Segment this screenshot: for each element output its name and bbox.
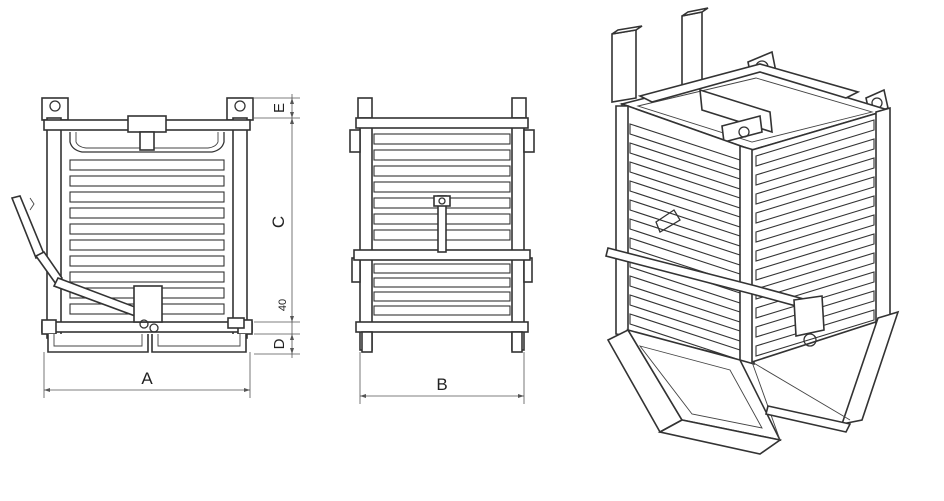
dimension-e-label: E bbox=[271, 103, 288, 113]
iso-lifting-posts bbox=[611, 7, 889, 118]
dimension-c-label: C bbox=[269, 216, 288, 228]
dimension-b: B bbox=[359, 352, 525, 404]
iso-right-slat bbox=[755, 138, 875, 186]
dimension-gap-label: 40 bbox=[277, 299, 289, 311]
side-center-handle[interactable] bbox=[433, 195, 451, 253]
dimension-d-label: D bbox=[271, 338, 288, 349]
side-top-ears bbox=[357, 97, 527, 121]
iso-right-slat bbox=[755, 214, 875, 262]
side-posts bbox=[349, 117, 535, 351]
front-slat bbox=[69, 239, 225, 251]
side-slats-lower bbox=[373, 263, 511, 316]
iso-right-slat bbox=[755, 233, 875, 281]
front-slat bbox=[69, 191, 225, 203]
front-top-ears bbox=[41, 97, 254, 121]
vertical-dimensions: E C 40 D bbox=[254, 94, 300, 358]
side-slat bbox=[373, 149, 511, 161]
front-slat bbox=[69, 271, 225, 283]
side-slat bbox=[373, 263, 511, 274]
iso-right-slat bbox=[755, 195, 875, 243]
side-slat bbox=[373, 165, 511, 177]
iso-right-slat bbox=[755, 119, 875, 167]
front-view: A E C 40 D bbox=[10, 94, 300, 398]
front-slat bbox=[69, 255, 225, 267]
front-bottom-frame bbox=[41, 317, 253, 353]
side-slat bbox=[373, 291, 511, 302]
isometric-view bbox=[605, 7, 900, 455]
side-slat bbox=[373, 181, 511, 193]
front-top-frame bbox=[43, 115, 251, 153]
front-slat bbox=[69, 207, 225, 219]
side-bottom-frame bbox=[355, 321, 529, 353]
iso-front-slats bbox=[629, 123, 741, 361]
front-slat bbox=[69, 223, 225, 235]
dimension-a: A bbox=[43, 352, 251, 398]
iso-front-face bbox=[615, 102, 755, 366]
side-top-frame bbox=[355, 117, 529, 129]
front-slat bbox=[69, 159, 225, 171]
front-release-lever[interactable] bbox=[10, 195, 163, 333]
side-slat bbox=[373, 305, 511, 316]
iso-top-rim bbox=[619, 63, 891, 151]
dimension-b-label: B bbox=[436, 375, 447, 394]
iso-release-lever[interactable] bbox=[605, 209, 825, 347]
iso-right-slats bbox=[755, 119, 875, 357]
iso-right-slat bbox=[755, 176, 875, 224]
front-slat bbox=[69, 175, 225, 187]
side-view: B bbox=[349, 97, 535, 404]
side-slat bbox=[373, 133, 511, 145]
iso-open-doors bbox=[606, 310, 900, 455]
dimension-a-label: A bbox=[141, 369, 153, 388]
iso-right-slat bbox=[755, 309, 875, 357]
iso-right-slat bbox=[755, 157, 875, 205]
side-slat bbox=[373, 277, 511, 288]
iso-right-slat bbox=[755, 271, 875, 319]
